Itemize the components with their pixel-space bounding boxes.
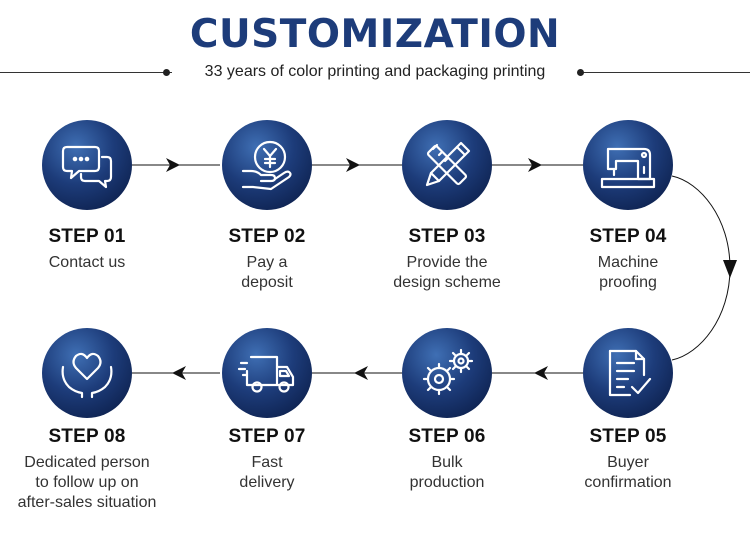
step-4-circle: [583, 120, 673, 210]
subtitle-line-left: [0, 72, 172, 73]
step-5-circle: [583, 328, 673, 418]
delivery-truck-icon: [237, 355, 295, 393]
step-description: Pay a deposit: [177, 253, 357, 293]
step-desc-line: Bulk: [431, 454, 463, 471]
arrow-left-1: [534, 366, 548, 380]
step-desc-line: Dedicated person: [24, 454, 150, 471]
step-title: STEP 03: [408, 226, 486, 247]
step-description: Provide the design scheme: [357, 253, 537, 293]
chat-bubbles-icon: [61, 145, 113, 189]
step-desc-line: Provide the: [406, 254, 488, 271]
pencil-ruler-icon: [425, 141, 471, 187]
heart-hands-icon: [61, 352, 113, 399]
step-5: STEP 05 Buyer confirmation: [538, 426, 718, 493]
step-title: STEP 05: [589, 426, 667, 447]
step-4: STEP 04 Machine proofing: [538, 226, 718, 293]
step-desc-line: delivery: [239, 474, 295, 491]
step-description: Dedicated person to follow up on after-s…: [0, 453, 177, 513]
yen-coin-hand-icon: [241, 140, 292, 191]
arrow-left-3: [172, 366, 186, 380]
step-title: STEP 06: [408, 426, 486, 447]
step-desc-line: Fast: [251, 454, 283, 471]
step-desc-line: design scheme: [393, 274, 501, 291]
step-title: STEP 07: [228, 426, 306, 447]
step-desc-line: Pay a: [246, 254, 288, 271]
step-6: STEP 06 Bulk production: [357, 426, 537, 493]
subtitle-dot-left: [163, 69, 170, 76]
step-description: Fast delivery: [177, 453, 357, 493]
subtitle-line-right: [580, 72, 750, 73]
step-description: Bulk production: [357, 453, 537, 493]
step-desc-line: to follow up on: [35, 474, 139, 491]
step-3: STEP 03 Provide the design scheme: [357, 226, 537, 293]
step-desc-line: Machine: [597, 254, 659, 271]
page-title: CUSTOMIZATION: [189, 12, 561, 57]
step-description: Contact us: [0, 253, 177, 273]
arrow-right-1: [166, 158, 180, 172]
step-title: STEP 02: [228, 226, 306, 247]
step-desc-line: confirmation: [584, 474, 672, 491]
step-2: STEP 02 Pay a deposit: [177, 226, 357, 293]
step-title: STEP 08: [48, 426, 126, 447]
step-1: STEP 01 Contact us: [0, 226, 177, 273]
step-description: Machine proofing: [538, 253, 718, 293]
step-desc-line: deposit: [241, 274, 293, 291]
step-description: Buyer confirmation: [538, 453, 718, 493]
sewing-machine-icon: [600, 147, 656, 189]
step-desc-line: after-sales situation: [17, 494, 157, 511]
step-title: STEP 04: [589, 226, 667, 247]
gears-icon: [422, 348, 474, 396]
step-7: STEP 07 Fast delivery: [177, 426, 357, 493]
arrow-left-2: [354, 366, 368, 380]
connector-arrows: [166, 158, 737, 380]
step-8: STEP 08 Dedicated person to follow up on…: [0, 426, 177, 513]
arrow-down: [723, 260, 737, 278]
step-desc-line: production: [409, 474, 485, 491]
step-3-circle: [402, 120, 492, 210]
step-1-circle: [42, 120, 132, 210]
arrow-right-3: [528, 158, 542, 172]
step-desc-line: proofing: [599, 274, 657, 291]
step-title: STEP 01: [48, 226, 126, 247]
step-desc-line: Buyer: [607, 454, 649, 471]
arrow-right-2: [346, 158, 360, 172]
subtitle-dot-right: [577, 69, 584, 76]
document-check-icon: [608, 349, 652, 397]
step-8-circle: [42, 328, 132, 418]
step-7-circle: [222, 328, 312, 418]
step-desc-line: Contact us: [48, 254, 126, 271]
step-2-circle: [222, 120, 312, 210]
